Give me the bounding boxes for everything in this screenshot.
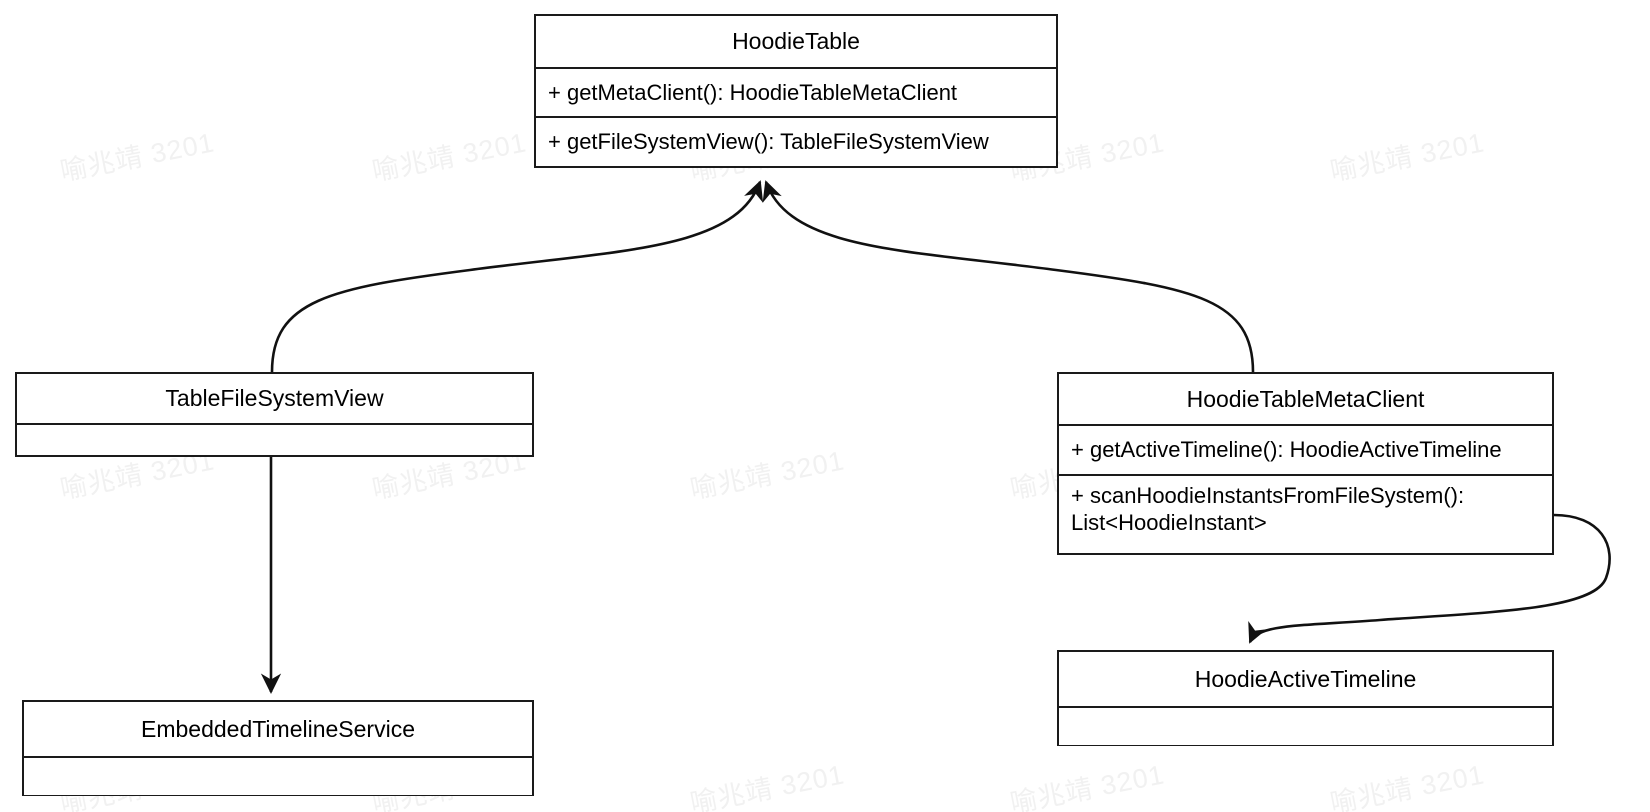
class-name-hoodie-table: HoodieTable bbox=[536, 16, 1056, 67]
class-method-hoodie-table-0: + getMetaClient(): HoodieTableMetaClient bbox=[536, 67, 1056, 116]
class-method-hoodie-active-timeline-0 bbox=[1059, 706, 1552, 745]
watermark-text: 喻兆靖 3201 bbox=[1327, 127, 1488, 187]
class-box-hoodie-table[interactable]: HoodieTable + getMetaClient(): HoodieTab… bbox=[534, 14, 1058, 168]
class-method-hoodie-table-1: + getFileSystemView(): TableFileSystemVi… bbox=[536, 116, 1056, 165]
watermark-text: 喻兆靖 3201 bbox=[1007, 759, 1168, 812]
watermark-text: 喻兆靖 3201 bbox=[57, 127, 218, 187]
class-box-embedded-timeline-service[interactable]: EmbeddedTimelineService bbox=[22, 700, 534, 796]
class-name-hoodie-table-meta-client: HoodieTableMetaClient bbox=[1059, 374, 1552, 424]
watermark-text: 喻兆靖 3201 bbox=[369, 127, 530, 187]
class-box-hoodie-active-timeline[interactable]: HoodieActiveTimeline bbox=[1057, 650, 1554, 746]
class-method-table-file-system-view-0 bbox=[17, 423, 532, 454]
class-method-hoodie-table-meta-client-0: + getActiveTimeline(): HoodieActiveTimel… bbox=[1059, 424, 1552, 474]
class-name-embedded-timeline-service: EmbeddedTimelineService bbox=[24, 702, 532, 756]
class-name-table-file-system-view: TableFileSystemView bbox=[17, 374, 532, 423]
watermark-text: 喻兆靖 3201 bbox=[687, 759, 848, 812]
watermark-text: 喻兆靖 3201 bbox=[1327, 759, 1488, 812]
class-method-embedded-timeline-service-0 bbox=[24, 756, 532, 795]
class-name-hoodie-active-timeline: HoodieActiveTimeline bbox=[1059, 652, 1552, 706]
class-box-hoodie-table-meta-client[interactable]: HoodieTableMetaClient + getActiveTimelin… bbox=[1057, 372, 1554, 555]
edge-tablefilesystemview-to-hoodietable bbox=[270, 180, 764, 373]
watermark-text: 喻兆靖 3201 bbox=[687, 445, 848, 505]
class-box-table-file-system-view[interactable]: TableFileSystemView bbox=[15, 372, 534, 457]
edge-hoodietablemetaclient-to-hoodietable bbox=[762, 180, 1255, 373]
class-method-hoodie-table-meta-client-1: + scanHoodieInstantsFromFileSystem(): Li… bbox=[1059, 474, 1552, 552]
